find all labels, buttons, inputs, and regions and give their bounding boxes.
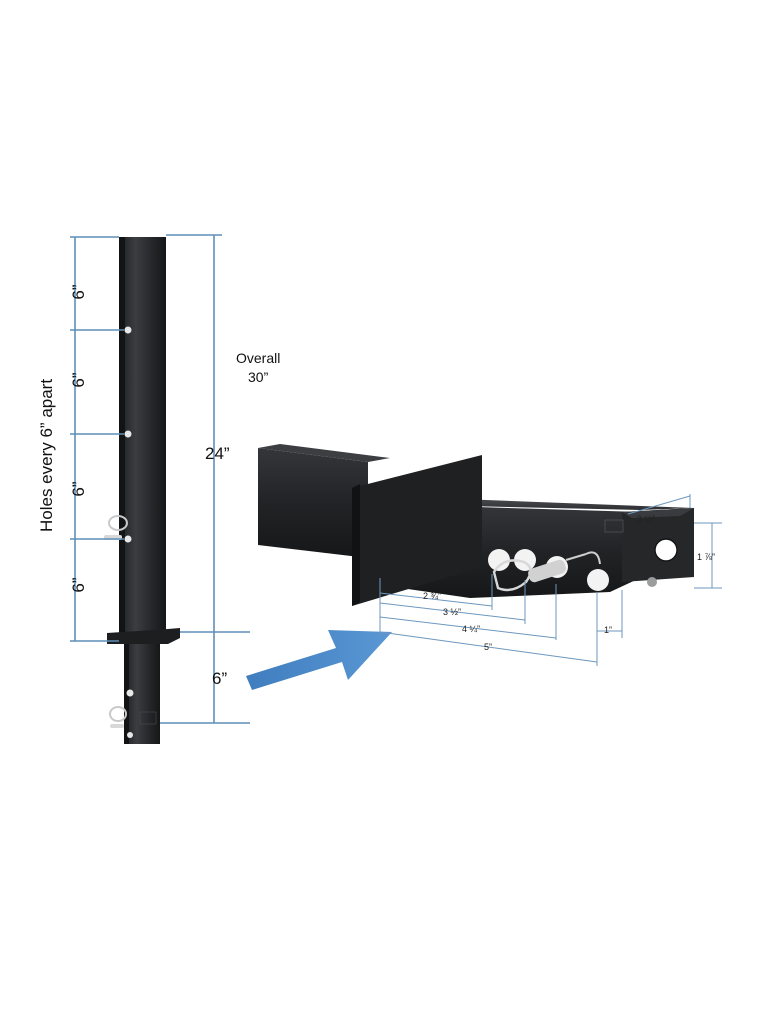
bracket-hole	[654, 538, 678, 562]
bar-hitch-pin	[492, 551, 601, 592]
vertical-post	[104, 237, 180, 744]
horizontal-bar	[258, 444, 694, 606]
post-hole	[124, 430, 132, 438]
dim-label-1: 1”	[604, 625, 612, 635]
post-hole	[124, 326, 132, 334]
upper-length-label: 24”	[205, 444, 230, 463]
lower-length-label: 6”	[212, 669, 227, 688]
right-dimension-lines	[379, 494, 722, 666]
spacing-label-2: 6”	[69, 372, 88, 387]
dim-label-5: 5”	[484, 642, 492, 652]
dim-label-3-1-2: 3 ½”	[443, 607, 461, 617]
post-hole	[124, 535, 132, 543]
bar-label-sticker	[604, 519, 624, 533]
shank-hole	[127, 732, 133, 738]
overall-label: Overall	[236, 350, 280, 366]
left-dimension-lines	[70, 234, 250, 724]
spacing-label-1: 6”	[69, 284, 88, 299]
holes-spacing-label: Holes every 6” apart	[37, 379, 56, 532]
bracket-bolt	[647, 577, 657, 587]
dim-label-height: 1 ⅞”	[697, 552, 715, 562]
pointer-arrow	[246, 630, 392, 690]
dim-label-2-3-4: 2 ¾”	[423, 591, 441, 601]
bar-hole	[587, 569, 609, 591]
bar-collar-plate	[352, 455, 482, 606]
overall-value: 30”	[248, 369, 269, 385]
bar-hole	[488, 549, 510, 571]
dim-label-width: 3 ½”	[637, 514, 655, 524]
dim-label-4-1-4: 4 ¼”	[462, 624, 480, 634]
bar-left-tube	[258, 448, 368, 558]
spacing-label-3: 6”	[69, 481, 88, 496]
shank-label-sticker	[139, 711, 157, 725]
spacing-label-4: 6”	[69, 577, 88, 592]
bar-hole	[514, 549, 536, 571]
shank-hole	[126, 689, 134, 697]
post-collar-plate	[107, 628, 180, 644]
hitch-pin	[109, 706, 127, 728]
